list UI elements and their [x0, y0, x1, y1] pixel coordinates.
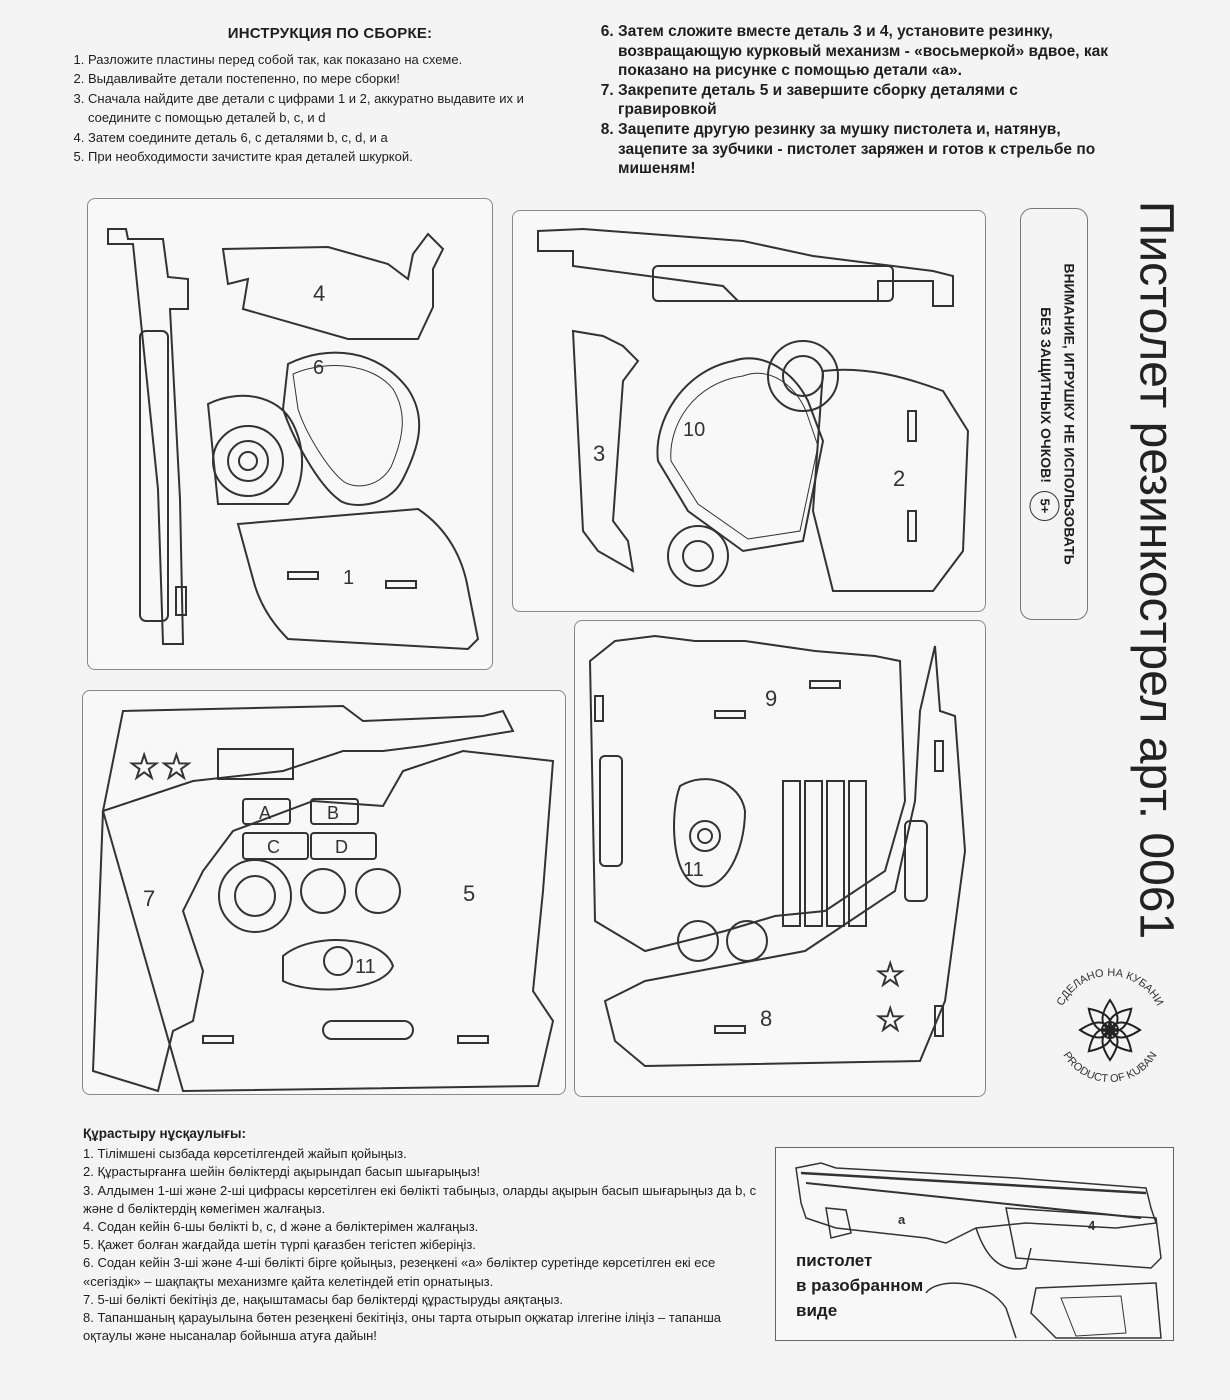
parts-panel-4: ☆ ☆ 9 11 8 [574, 620, 986, 1097]
ru-instruction-item: Выдавливайте детали постепенно, по мере … [88, 69, 590, 89]
assembly-illustration: a 4 пистолет в разобранном виде [775, 1147, 1174, 1341]
assembly-caption: пистолет в разобранном виде [796, 1251, 924, 1320]
seal-bottom-text: PRODUCT OF KUBAN [1060, 1050, 1159, 1085]
ru-step-item: Зацепите другую резинку за мушку пистоле… [618, 120, 1118, 179]
product-title-text: Пистолет резинкострел арт. 0061 [1129, 200, 1182, 940]
svg-text:PRODUCT OF KUBAN: PRODUCT OF KUBAN [1060, 1050, 1159, 1085]
part-label: 8 [760, 1006, 772, 1031]
ru-steps: Затем сложите вместе деталь 3 и 4, устан… [598, 22, 1118, 179]
warning-line-1: ВНИМАНИЕ, ИГРУШКУ НЕ ИСПОЛЬЗОВАТЬ [1061, 263, 1078, 565]
made-in-kuban-seal: СДЕЛАНО НА КУБАНИ PRODUCT OF KUBAN [1040, 958, 1180, 1098]
part-label: C [267, 837, 280, 857]
warning-text: ВНИМАНИЕ, ИГРУШКУ НЕ ИСПОЛЬЗОВАТЬ БЕЗ ЗА… [1029, 224, 1079, 604]
kz-instruction-item: 6. Содан кейін 3-ші және 4-ші бөлікті бі… [83, 1255, 716, 1289]
part-label: D [335, 837, 348, 857]
kz-instructions-title: Құрастыру нұсқаулығы: [83, 1126, 246, 1141]
parts-panel-1: 4 6 1 [87, 198, 493, 670]
kz-instruction-item: 7. 5-ші бөлікті бекітіңіз де, нақыштамас… [83, 1291, 564, 1307]
lotus-icon: СДЕЛАНО НА КУБАНИ PRODUCT OF KUBAN [1055, 967, 1166, 1085]
part-label: B [327, 803, 339, 823]
warning-line-2: БЕЗ ЗАЩИТНЫХ ОЧКОВ! [1037, 307, 1054, 483]
part-label: 11 [355, 956, 376, 978]
part-label: 9 [765, 686, 777, 711]
warning-box: ВНИМАНИЕ, ИГРУШКУ НЕ ИСПОЛЬЗОВАТЬ БЕЗ ЗА… [1020, 208, 1088, 620]
part-label: 6 [313, 357, 324, 379]
parts-drawing-3: ☆☆ A B C D 7 5 11 [91, 704, 555, 1093]
ru-instructions: ИНСТРУКЦИЯ ПО СБОРКЕ: Разложите пластины… [70, 24, 590, 167]
parts-panel-3: ☆☆ A B C D 7 5 11 [82, 690, 566, 1095]
ru-step-item: Затем сложите вместе деталь 3 и 4, устан… [618, 22, 1118, 81]
pistol-assembly-drawing: a 4 [795, 1162, 1162, 1339]
kz-instructions: Құрастыру нұсқаулығы: 1. Тілімшені сызба… [83, 1125, 763, 1345]
star-icon: ☆ [875, 956, 905, 994]
kz-instruction-item: 3. Алдымен 1-ші және 2-ші цифрасы көрсет… [83, 1182, 757, 1216]
part-label: 1 [343, 567, 354, 589]
part-label: 11 [683, 859, 704, 881]
ru-instruction-item: При необходимости зачистите края деталей… [88, 147, 590, 167]
assembly-part-4: 4 [1088, 1218, 1096, 1233]
assembly-part-a: a [898, 1212, 906, 1227]
part-label: A [259, 803, 271, 823]
ru-instruction-item: Затем соедините деталь 6, с деталями b, … [88, 128, 590, 148]
kz-instruction-item: 2. Құрастырғанға шейін бөліктерді ақырын… [83, 1164, 481, 1180]
part-label: 7 [143, 886, 155, 911]
product-title: Пистолет резинкострел арт. 0061 [1118, 201, 1193, 939]
kz-instruction-item: 8. Тапаншаның қарауылына бөтен резеңкені… [83, 1310, 722, 1344]
ru-instruction-item: Разложите пластины перед собой так, как … [88, 50, 590, 70]
star-icon: ☆ [875, 1001, 905, 1039]
kz-instruction-item: 5. Қажет болған жағдайда шетін түрпі қағ… [83, 1237, 476, 1253]
part-label: 10 [683, 419, 705, 441]
parts-drawing-2: 3 10 2 [537, 227, 970, 592]
ru-instructions-title: ИНСТРУКЦИЯ ПО СБОРКЕ: [227, 25, 433, 42]
part-label: 4 [313, 281, 325, 306]
star-icon: ☆☆ [128, 746, 193, 787]
parts-drawing-4: ☆ ☆ 9 11 8 [588, 634, 967, 1068]
ru-instruction-item: Сначала найдите две детали с цифрами 1 и… [88, 89, 590, 128]
kz-instruction-item: 1. Тілімшені сызбада көрсетілгендей жайы… [83, 1146, 407, 1162]
part-label: 2 [893, 466, 905, 491]
part-label: 5 [463, 881, 475, 906]
kz-instruction-item: 4. Содан кейін 6-шы бөлікті b, c, d және… [83, 1219, 479, 1235]
parts-drawing-1: 4 6 1 [107, 228, 480, 651]
parts-panel-2: 3 10 2 [512, 210, 986, 612]
ru-step-item: Закрепите деталь 5 и завершите сборку де… [618, 81, 1118, 120]
part-label: 3 [593, 441, 605, 466]
age-badge: 5+ [1029, 490, 1060, 521]
